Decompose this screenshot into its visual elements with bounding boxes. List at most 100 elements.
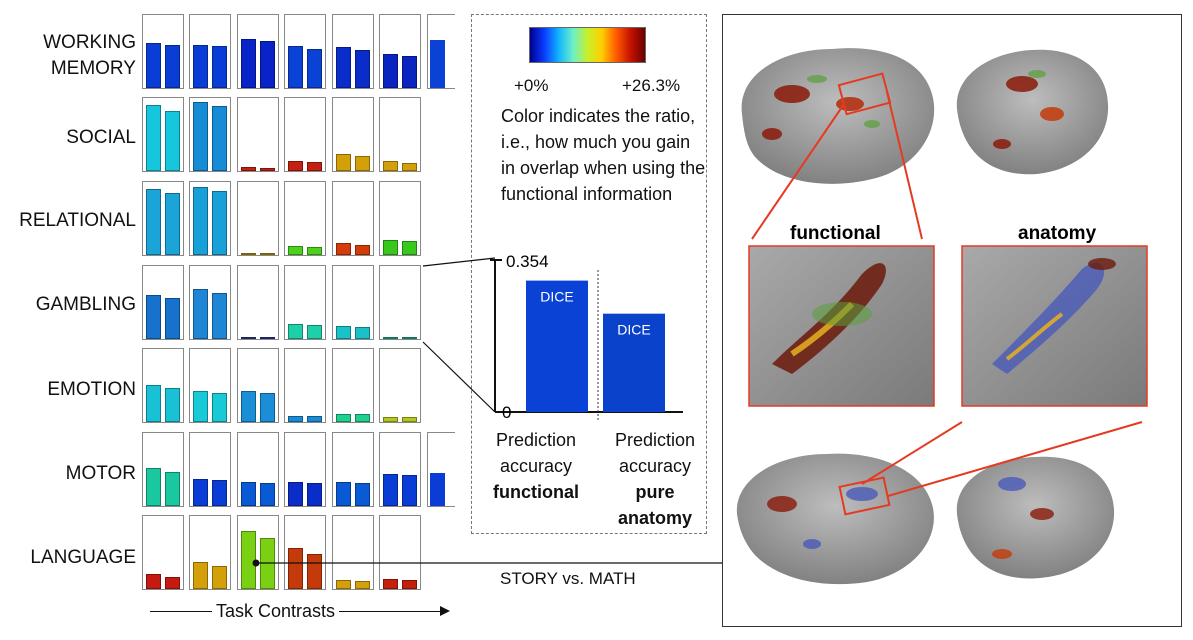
row-label-language: LANGUAGE xyxy=(30,547,136,568)
bar-1-5-1 xyxy=(402,162,417,171)
panel-title-anatomy: anatomy xyxy=(1018,223,1097,244)
colorbar xyxy=(529,27,646,63)
dice-bar-label-1: DICE xyxy=(617,322,650,338)
bar-3-4-1 xyxy=(355,327,370,339)
pred-functional-l2: accuracy xyxy=(499,456,573,476)
bar-5-3-1 xyxy=(307,482,322,506)
bar-5-4-0 xyxy=(336,481,351,506)
cell-5-1 xyxy=(189,432,231,507)
bar-3-5-0 xyxy=(383,336,398,339)
bar-0-5-0 xyxy=(383,54,398,88)
cell-4-3 xyxy=(284,348,326,423)
bar-6-3-0 xyxy=(288,548,303,589)
bar-3-1-0 xyxy=(193,289,208,339)
bar-2-2-0 xyxy=(241,253,256,255)
cell-2-0 xyxy=(142,181,184,256)
bar-4-5-1 xyxy=(402,417,417,422)
cell-3-0 xyxy=(142,265,184,340)
dice-bar-1 xyxy=(603,313,665,412)
panel-title-functional: functional xyxy=(790,223,881,244)
bar-5-3-0 xyxy=(288,482,303,506)
cell-6-5 xyxy=(379,515,421,590)
bar-5-1-1 xyxy=(212,480,227,506)
cell-6-1 xyxy=(189,515,231,590)
row-label-emotion: EMOTION xyxy=(47,379,136,400)
bar-6-5-0 xyxy=(383,578,398,589)
bar-4-2-0 xyxy=(241,390,256,422)
dice-ytick-zero: 0 xyxy=(502,403,511,422)
top-brain-green-spots xyxy=(807,70,1046,128)
bar-4-0-0 xyxy=(146,384,161,422)
brain-illustrations: functional anatomy xyxy=(736,48,1148,585)
row-label-relational: RELATIONAL xyxy=(19,210,136,231)
bar-5-0-1 xyxy=(165,471,180,506)
bar-0-0-1 xyxy=(165,45,180,88)
pred-functional-label: Prediction accuracy functional xyxy=(486,427,586,505)
bar-4-4-0 xyxy=(336,413,351,422)
story-vs-math-label: STORY vs. MATH xyxy=(500,569,636,588)
bottom-left-brain xyxy=(736,453,934,585)
brain-panel xyxy=(722,14,1182,627)
bar-0-0-0 xyxy=(146,43,161,88)
cell-5-2 xyxy=(237,432,279,507)
cell-0-4 xyxy=(332,14,374,89)
cell-6-3 xyxy=(284,515,326,590)
bar-6-1-1 xyxy=(212,565,227,589)
cell-5-3 xyxy=(284,432,326,507)
colorbar-description: Color indicates the ratio, i.e., how muc… xyxy=(501,106,706,204)
task-contrast-grid: WORKING MEMORY SOCIAL RELATIONAL GAMBLIN… xyxy=(0,0,470,640)
bar-4-1-0 xyxy=(193,390,208,422)
cell-6-4 xyxy=(332,515,374,590)
cell-2-4 xyxy=(332,181,374,256)
pred-anatomy-l1: Prediction xyxy=(614,430,696,450)
cell-3-3 xyxy=(284,265,326,340)
bar-5-0-0 xyxy=(146,467,161,506)
anatomy-zoom-activations xyxy=(992,258,1116,374)
cell-2-1 xyxy=(189,181,231,256)
colorbar-max-label: +26.3% xyxy=(622,76,681,95)
cell-4-0 xyxy=(142,348,184,423)
bar-6-5-1 xyxy=(402,579,417,589)
bar-5-2-0 xyxy=(241,482,256,506)
bar-0-3-0 xyxy=(288,46,303,88)
arrow-to-anatomy-2 xyxy=(887,421,1143,497)
bar-3-0-1 xyxy=(165,297,180,339)
cell-0-0 xyxy=(142,14,184,89)
cell-4-4 xyxy=(332,348,374,423)
bar-2-5-1 xyxy=(402,241,417,255)
bar-2-0-0 xyxy=(146,188,161,255)
bar-4-5-0 xyxy=(383,417,398,422)
connector-dot xyxy=(252,559,260,567)
bar-3-3-0 xyxy=(288,323,303,339)
arrowhead-icon xyxy=(440,606,450,616)
bar-3-3-1 xyxy=(307,325,322,339)
bar-6-4-1 xyxy=(355,581,370,589)
cell-0-2 xyxy=(237,14,279,89)
top-brain-activations xyxy=(762,76,1064,149)
bar-3-1-1 xyxy=(212,292,227,339)
cell-6-0 xyxy=(142,515,184,590)
bar-6-0-1 xyxy=(165,577,180,589)
top-right-brain xyxy=(956,49,1109,175)
row-label-motor: MOTOR xyxy=(65,463,136,484)
bar-1-2-1 xyxy=(260,167,275,171)
bar-5-2-1 xyxy=(260,482,275,506)
cell-1-0 xyxy=(142,97,184,172)
cell-2-2 xyxy=(237,181,279,256)
cell-0-3 xyxy=(284,14,326,89)
bar-2-3-1 xyxy=(307,246,322,255)
bar-0-3-1 xyxy=(307,48,322,88)
bar-5-4-1 xyxy=(355,482,370,506)
bar-4-3-0 xyxy=(288,416,303,422)
bar-0-5-1 xyxy=(402,55,417,88)
bar-partial-5 xyxy=(430,473,445,506)
task-contrasts-axis: Task Contrasts xyxy=(150,600,450,622)
cell-partial-0 xyxy=(427,14,455,89)
cell-1-1 xyxy=(189,97,231,172)
connector-top xyxy=(422,257,496,267)
bar-partial-0 xyxy=(430,40,445,88)
row-label-gambling: GAMBLING xyxy=(35,294,136,315)
cell-0-1 xyxy=(189,14,231,89)
bar-2-4-0 xyxy=(336,243,351,255)
